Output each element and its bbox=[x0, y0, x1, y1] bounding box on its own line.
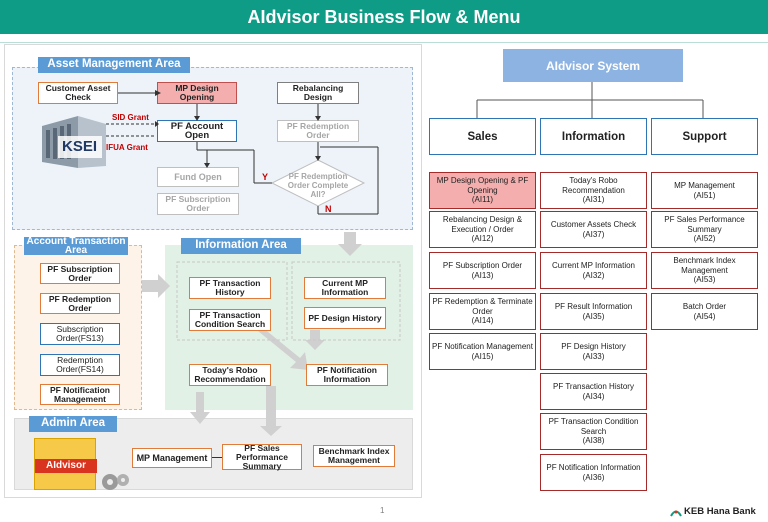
brand-name: KEB Hana Bank bbox=[684, 506, 756, 517]
menu-label: PF Subscription Order bbox=[442, 261, 523, 270]
menu-code: (AI32) bbox=[582, 270, 605, 280]
menu-label: PF Notification Information bbox=[546, 463, 641, 472]
aidvisor-logo: AIdvisor bbox=[34, 438, 97, 490]
menu-info-ai38: PF Transaction Condition Search (AI38) bbox=[540, 413, 647, 450]
info-pf-design-history: PF Design History bbox=[304, 307, 386, 329]
menu-label: PF Result Information bbox=[554, 302, 633, 311]
menu-info-ai33: PF Design History (AI33) bbox=[540, 333, 647, 370]
menu-label: Customer Assets Check bbox=[550, 220, 637, 229]
menu-code: (AI51) bbox=[693, 190, 716, 200]
menu-support-ai52: PF Sales Performance Summary (AI52) bbox=[651, 211, 758, 248]
no-label: N bbox=[325, 204, 332, 214]
left-frame bbox=[4, 44, 422, 498]
menu-label: Batch Order bbox=[682, 302, 727, 311]
admin-benchmark-index-management: Benchmark Index Management bbox=[313, 445, 395, 467]
menu-info-ai36: PF Notification Information (AI36) bbox=[540, 454, 647, 491]
header-divider bbox=[0, 42, 768, 43]
menu-label: MP Management bbox=[674, 181, 735, 190]
yes-label: Y bbox=[262, 172, 269, 182]
category-support: Support bbox=[651, 118, 758, 155]
menu-support-ai51: MP Management (AI51) bbox=[651, 172, 758, 209]
menu-label: MP Design Opening & PF Opening bbox=[436, 176, 529, 195]
admin-connector bbox=[212, 457, 222, 458]
menu-support-ai54: Batch Order (AI54) bbox=[651, 293, 758, 330]
admin-mp-management: MP Management bbox=[132, 448, 212, 468]
info-pf-transaction-condition-search: PF Transaction Condition Search bbox=[189, 309, 271, 331]
customer-asset-check-box: Customer Asset Check bbox=[38, 82, 118, 104]
menu-label: Current MP Information bbox=[552, 261, 635, 270]
menu-code: (AI14) bbox=[471, 316, 494, 326]
category-sales: Sales bbox=[429, 118, 536, 155]
account-area-title: Account Transaction Area bbox=[24, 237, 128, 256]
info-pf-notification-information: PF Notification Information bbox=[306, 364, 388, 386]
info-pf-transaction-history: PF Transaction History bbox=[189, 277, 271, 299]
decision-diamond: PF Redemption Order Complete All? bbox=[287, 172, 349, 199]
menu-code: (AI36) bbox=[582, 472, 605, 482]
menu-code: (AI35) bbox=[582, 311, 605, 321]
menu-code: (AI37) bbox=[582, 229, 605, 239]
gear-icon bbox=[98, 470, 132, 492]
acct-redemption-order-fs14: Redemption Order(FS14) bbox=[40, 354, 120, 376]
menu-code: (AI31) bbox=[582, 195, 605, 205]
menu-label: PF Transaction History bbox=[553, 382, 634, 391]
menu-code: (AI33) bbox=[582, 351, 605, 361]
menu-label: PF Notification Management bbox=[432, 342, 533, 351]
info-current-mp-information: Current MP Information bbox=[304, 277, 386, 299]
menu-info-ai37: Customer Assets Check (AI37) bbox=[540, 211, 647, 248]
brand-logo-icon bbox=[670, 507, 682, 517]
menu-sales-ai14: PF Redemption & Terminate Order (AI14) bbox=[429, 293, 536, 330]
menu-sales-ai15: PF Notification Management (AI15) bbox=[429, 333, 536, 370]
menu-code: (AI52) bbox=[693, 234, 716, 244]
acct-pf-subscription-order: PF Subscription Order bbox=[40, 263, 120, 284]
ifua-grant-label: IFUA Grant bbox=[106, 143, 148, 152]
menu-info-ai34: PF Transaction History (AI34) bbox=[540, 373, 647, 410]
menu-sales-ai11: MP Design Opening & PF Opening (AI11) bbox=[429, 172, 536, 209]
menu-sales-ai13: PF Subscription Order (AI13) bbox=[429, 252, 536, 289]
page-number: 1 bbox=[380, 506, 385, 515]
menu-sales-ai12: Rebalancing Design & Execution / Order (… bbox=[429, 211, 536, 248]
menu-label: Today's Robo Recommendation bbox=[562, 176, 625, 195]
admin-pf-sales-performance-summary: PF Sales Performance Summary bbox=[222, 443, 302, 470]
info-todays-robo-recommendation: Today's Robo Recommendation bbox=[189, 364, 271, 386]
ksei-building-icon: KSEI bbox=[38, 112, 110, 172]
category-information: Information bbox=[540, 118, 647, 155]
pf-subscription-order-ghost-box: PF Subscription Order bbox=[157, 193, 239, 215]
menu-code: (AI34) bbox=[582, 391, 605, 401]
menu-code: (AI53) bbox=[693, 275, 716, 285]
asset-management-area bbox=[12, 67, 413, 230]
ksei-label: KSEI bbox=[62, 138, 98, 155]
menu-info-ai35: PF Result Information (AI35) bbox=[540, 293, 647, 330]
menu-info-ai32: Current MP Information (AI32) bbox=[540, 252, 647, 289]
menu-support-ai53: Benchmark Index Management (AI53) bbox=[651, 252, 758, 289]
acct-pf-redemption-order: PF Redemption Order bbox=[40, 293, 120, 314]
asset-area-title: Asset Management Area bbox=[38, 57, 190, 73]
menu-code: (AI13) bbox=[471, 270, 494, 280]
menu-info-ai31: Today's Robo Recommendation (AI31) bbox=[540, 172, 647, 209]
menu-label: PF Sales Performance Summary bbox=[664, 215, 745, 234]
admin-area-title: Admin Area bbox=[29, 416, 117, 432]
page-title: AIdvisor Business Flow & Menu bbox=[0, 0, 768, 34]
rebalancing-design-box: Rebalancing Design bbox=[277, 82, 359, 104]
menu-code: (AI11) bbox=[471, 195, 494, 205]
menu-code: (AI38) bbox=[582, 436, 605, 446]
menu-label: Benchmark Index Management bbox=[673, 256, 736, 275]
menu-label: PF Transaction Condition Search bbox=[548, 417, 639, 436]
menu-label: PF Redemption & Terminate Order bbox=[432, 297, 533, 316]
aidvisor-logo-text: AIdvisor bbox=[35, 459, 97, 473]
menu-code: (AI12) bbox=[471, 234, 494, 244]
menu-label: Rebalancing Design & Execution / Order bbox=[442, 215, 523, 234]
system-title: AIdvisor System bbox=[503, 49, 683, 82]
acct-subscription-order-fs13: Subscription Order(FS13) bbox=[40, 323, 120, 345]
sid-grant-label: SID Grant bbox=[112, 113, 149, 122]
acct-pf-notification-management: PF Notification Management bbox=[40, 384, 120, 405]
menu-code: (AI54) bbox=[693, 311, 716, 321]
info-area-title: Information Area bbox=[181, 238, 301, 254]
menu-code: (AI15) bbox=[471, 351, 494, 361]
menu-label: PF Design History bbox=[561, 342, 626, 351]
fund-open-box: Fund Open bbox=[157, 167, 239, 187]
